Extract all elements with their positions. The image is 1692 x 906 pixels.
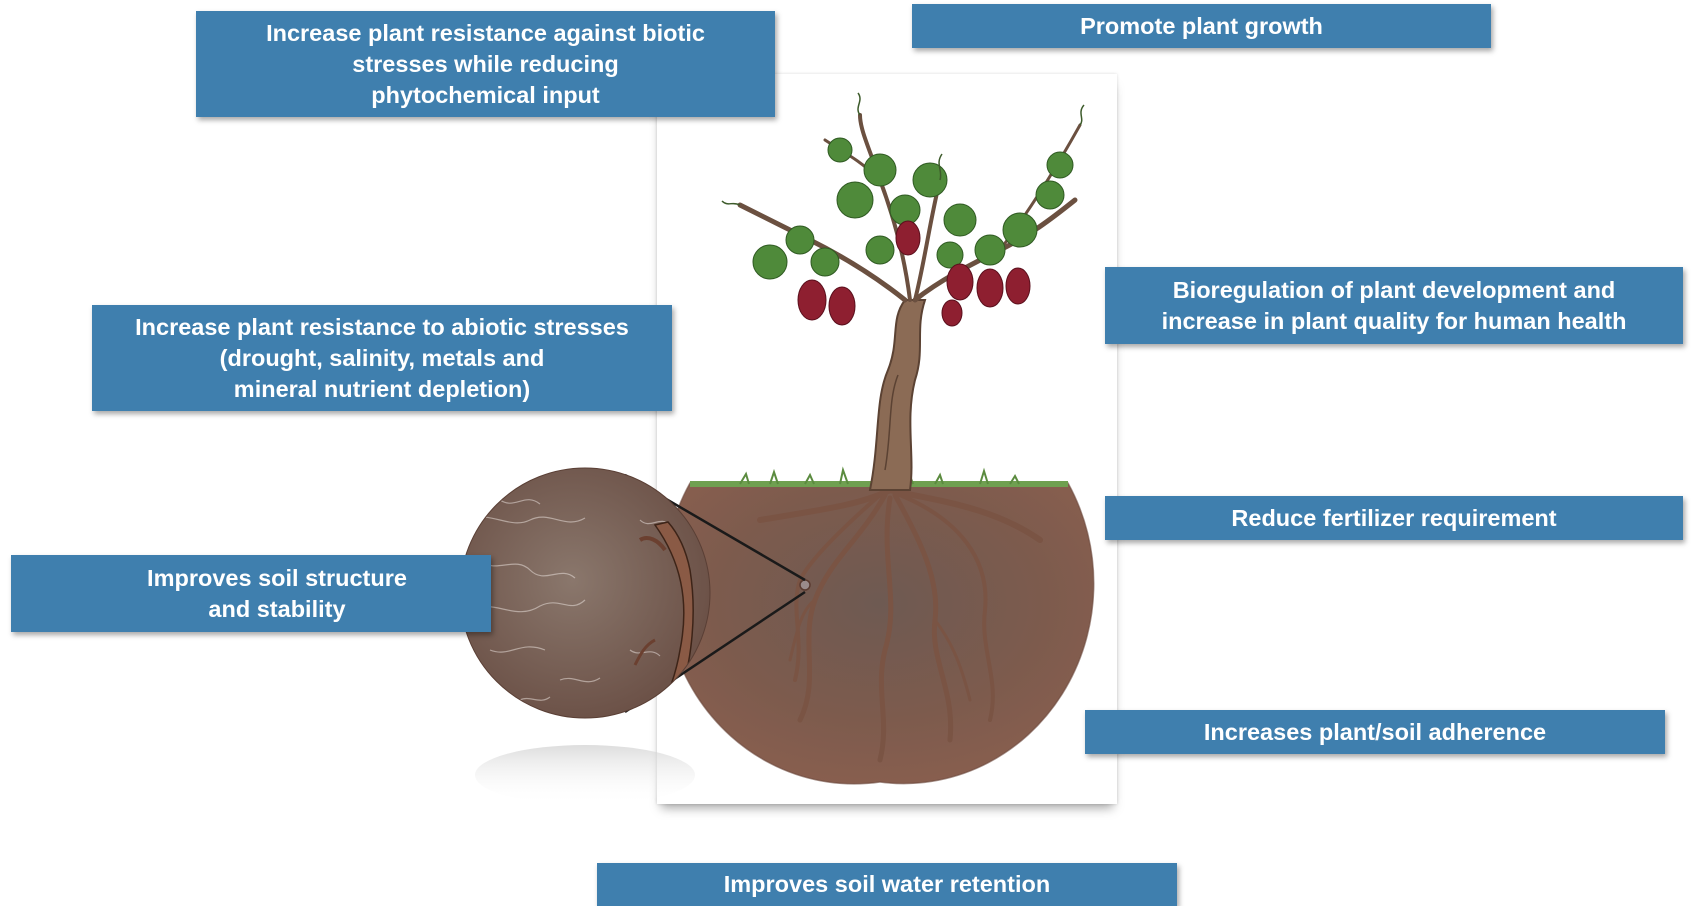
benefit-label-fertilizer: Reduce fertilizer requirement: [1105, 496, 1683, 540]
vine-leaves: [753, 138, 1073, 279]
benefit-label-bioregulation: Bioregulation of plant development and i…: [1105, 267, 1683, 344]
benefit-label-biotic-resistance: Increase plant resistance against biotic…: [196, 11, 775, 117]
benefit-label-soil-structure: Improves soil structure and stability: [11, 555, 491, 632]
soil-cross-section: [664, 483, 1094, 784]
vine-tendrils: [722, 93, 1084, 205]
soil-magnifier-circle: [460, 468, 710, 805]
benefit-label-water-retention: Improves soil water retention: [597, 863, 1177, 906]
benefit-label-adherence: Increases plant/soil adherence: [1085, 710, 1665, 754]
benefit-label-plant-growth: Promote plant growth: [912, 4, 1491, 48]
benefit-label-abiotic-resistance: Increase plant resistance to abiotic str…: [92, 305, 672, 411]
root-detail-point: [800, 580, 810, 590]
vine-trunk: [870, 300, 925, 490]
